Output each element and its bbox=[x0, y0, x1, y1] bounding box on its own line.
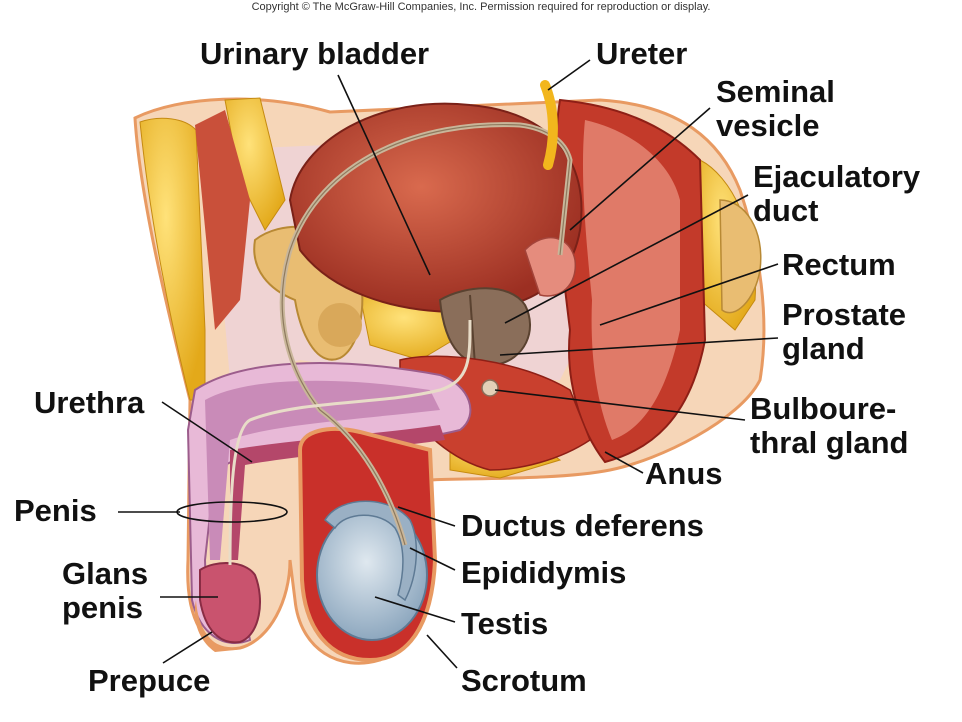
label-ejaculatory-duct-line2: duct bbox=[753, 193, 819, 228]
label-rectum: Rectum bbox=[782, 247, 896, 282]
bladder-shape bbox=[288, 102, 583, 314]
bulbourethral-gland-shape bbox=[481, 379, 499, 397]
epididymis-shape bbox=[324, 500, 418, 602]
label-ureter: Ureter bbox=[596, 36, 688, 71]
label-urinary-bladder: Urinary bladder bbox=[200, 36, 430, 71]
label-epididymis: Epididymis bbox=[461, 555, 627, 590]
corpus-spongiosum bbox=[230, 425, 445, 560]
label-seminal-vesicle-line1: Seminal bbox=[716, 74, 835, 109]
urethra-path bbox=[228, 319, 472, 566]
label-glans-penis: Glans penis bbox=[62, 557, 148, 625]
label-seminal-vesicle-line2: vesicle bbox=[716, 108, 820, 143]
label-ejaculatory-duct: Ejaculatory duct bbox=[753, 160, 920, 228]
label-ejaculatory-duct-line1: Ejaculatory bbox=[753, 159, 921, 194]
abdominal-muscle bbox=[195, 110, 250, 330]
copyright-notice: Copyright © The McGraw-Hill Companies, I… bbox=[251, 1, 711, 13]
label-anus: Anus bbox=[645, 456, 723, 491]
label-scrotum: Scrotum bbox=[461, 663, 587, 698]
label-bulbourethral-gland-line2: thral gland bbox=[750, 425, 909, 460]
prostate-shape bbox=[438, 287, 531, 367]
label-ductus-deferens: Ductus deferens bbox=[461, 508, 704, 543]
label-prostate-gland-line1: Prostate bbox=[782, 297, 907, 332]
erectile-tissue bbox=[205, 380, 440, 560]
label-penis: Penis bbox=[14, 493, 97, 528]
label-bulbourethral-gland: Bulboure- thral gland bbox=[750, 392, 908, 460]
prepuce-shape bbox=[194, 600, 235, 652]
label-seminal-vesicle: Seminal vesicle bbox=[716, 75, 835, 143]
label-prepuce: Prepuce bbox=[88, 663, 211, 698]
label-bulbourethral-gland-line1: Bulboure- bbox=[750, 391, 897, 426]
glans-shape bbox=[199, 562, 261, 644]
label-prostate-gland-line2: gland bbox=[782, 331, 865, 366]
leader-lines bbox=[118, 59, 779, 669]
label-urethra: Urethra bbox=[34, 385, 145, 420]
label-glans-penis-line1: Glans bbox=[62, 556, 149, 591]
label-testis: Testis bbox=[461, 606, 549, 641]
fat-left bbox=[139, 117, 206, 401]
label-glans-penis-line2: penis bbox=[62, 590, 143, 625]
label-prostate-gland: Prostate gland bbox=[782, 298, 906, 366]
ureter-path bbox=[540, 80, 558, 170]
